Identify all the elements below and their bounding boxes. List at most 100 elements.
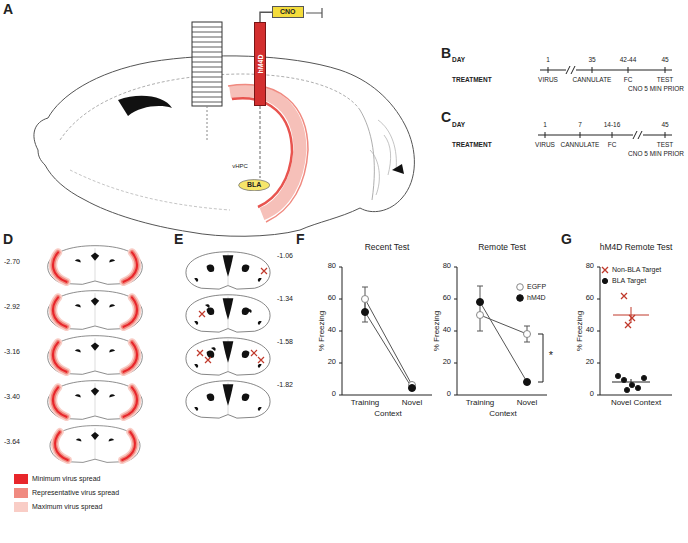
- legend-sample: [600, 265, 610, 275]
- legend-text: Non-BLA Target: [612, 266, 661, 274]
- timeline-axis: [538, 66, 672, 139]
- figure-label: -1.82: [277, 381, 293, 389]
- figure-label: 0: [447, 390, 451, 398]
- legend-swatch: [14, 474, 28, 484]
- bla-outline: [239, 180, 270, 191]
- figure-label: -2.70: [4, 258, 20, 266]
- figure-label: 20: [443, 358, 451, 366]
- figure-label: FC: [608, 141, 617, 148]
- legend-text: Minimum virus spread: [32, 475, 100, 483]
- figure-label: 40: [328, 326, 336, 334]
- legend-swatch: [14, 502, 28, 512]
- figure-label: 14-16: [604, 121, 621, 128]
- figure-label: CNO 5 MIN PRIOR: [628, 150, 684, 157]
- legend-text: EGFP: [527, 283, 546, 291]
- figure-label: -1.34: [277, 295, 293, 303]
- figure-label: FC: [624, 76, 633, 83]
- figure-label: 40: [586, 326, 594, 334]
- figure-label: -1.06: [277, 252, 293, 260]
- figure-label: % Freezing: [318, 311, 327, 351]
- figure-label: Context: [489, 410, 517, 419]
- figure-label: % Freezing: [433, 311, 442, 351]
- figure-label: Novel: [517, 399, 537, 408]
- figure-label: -1.58: [277, 338, 293, 346]
- figure-label: DAY: [452, 121, 465, 128]
- figure-label: Remote Test: [478, 243, 526, 252]
- recent-chart: [339, 267, 432, 395]
- figure-label: 80: [443, 262, 451, 270]
- figure-label: Novel: [402, 399, 422, 408]
- figure-label: Recent Test: [365, 243, 410, 252]
- figure-label: CANNULATE: [561, 141, 600, 148]
- guide-cannula: [192, 8, 322, 178]
- figure-label: TREATMENT: [452, 141, 492, 148]
- figure-label: DAY: [452, 56, 465, 63]
- cannula-placement-sections: [186, 252, 270, 418]
- figure-label: 40: [443, 326, 451, 334]
- figure-label: -3.16: [4, 348, 20, 356]
- figure-label: Training: [351, 399, 380, 408]
- figure-label: 60: [443, 294, 451, 302]
- panel-letter: C: [441, 110, 451, 125]
- figure-label: 35: [588, 56, 595, 63]
- figure-label: TEST: [657, 141, 674, 148]
- coronal-sections: [48, 246, 143, 463]
- sample-dot: [602, 278, 607, 283]
- figure-label: % Freezing: [576, 311, 585, 351]
- figure-label: 80: [586, 262, 594, 270]
- figure-label: 1: [546, 56, 550, 63]
- figure-label: 0: [590, 390, 594, 398]
- figure-label: TEST: [657, 76, 674, 83]
- figure-label: VIRUS: [535, 141, 555, 148]
- cno-syringe: CNO: [272, 6, 304, 18]
- figure-label: 45: [661, 121, 668, 128]
- figure-label: Novel Context: [611, 399, 661, 408]
- figure-label: 60: [328, 294, 336, 302]
- legend-sample: [515, 293, 525, 303]
- figure-label: TREATMENT: [452, 76, 492, 83]
- figure-label: -3.64: [4, 438, 20, 446]
- figure-label: 0: [332, 390, 336, 398]
- panel-letter: E: [174, 232, 183, 247]
- tubing-connector: [260, 12, 272, 22]
- figure-label: *: [549, 349, 553, 361]
- figure-label: hM4D Remote Test: [600, 243, 673, 252]
- sample-dot: [517, 284, 524, 291]
- panel-letter: B: [441, 46, 451, 61]
- sample-cross: [602, 267, 608, 273]
- figure-label: CANNULATE: [573, 76, 612, 83]
- figure-label: 45: [661, 56, 668, 63]
- cannula-bar: hM4D: [254, 22, 266, 106]
- figure-label: 20: [328, 358, 336, 366]
- brain-sagittal: [34, 56, 414, 236]
- panel-letter: D: [3, 232, 13, 247]
- legend-sample: [600, 276, 610, 286]
- legend-sample: [515, 282, 525, 292]
- remote-chart: [454, 267, 547, 395]
- figure-label: Training: [466, 399, 495, 408]
- figure-label: 7: [578, 121, 582, 128]
- bla-region: BLA: [238, 179, 270, 191]
- figure-label: 80: [328, 262, 336, 270]
- node-text: CNO: [280, 8, 296, 15]
- figure-label: 60: [586, 294, 594, 302]
- target-chart: [597, 267, 672, 395]
- figure-label: Context: [374, 410, 402, 419]
- legend-text: BLA Target: [612, 277, 646, 285]
- node-text: BLA: [247, 181, 261, 188]
- panel-letter: F: [296, 232, 305, 247]
- legend-text: Maximum virus spread: [32, 503, 102, 511]
- sample-dot: [517, 295, 524, 302]
- figure-label: 1: [543, 121, 547, 128]
- panel-letter: G: [561, 232, 572, 247]
- legend-text: hM4D: [527, 294, 546, 302]
- panel-letter: A: [3, 2, 13, 17]
- node-text: hM4D: [257, 54, 264, 73]
- figure-label: 20: [586, 358, 594, 366]
- figure-label: -3.40: [4, 393, 20, 401]
- figure-label: -2.92: [4, 303, 20, 311]
- figure-label: CNO 5 MIN PRIOR: [628, 85, 684, 92]
- legend-swatch: [14, 488, 28, 498]
